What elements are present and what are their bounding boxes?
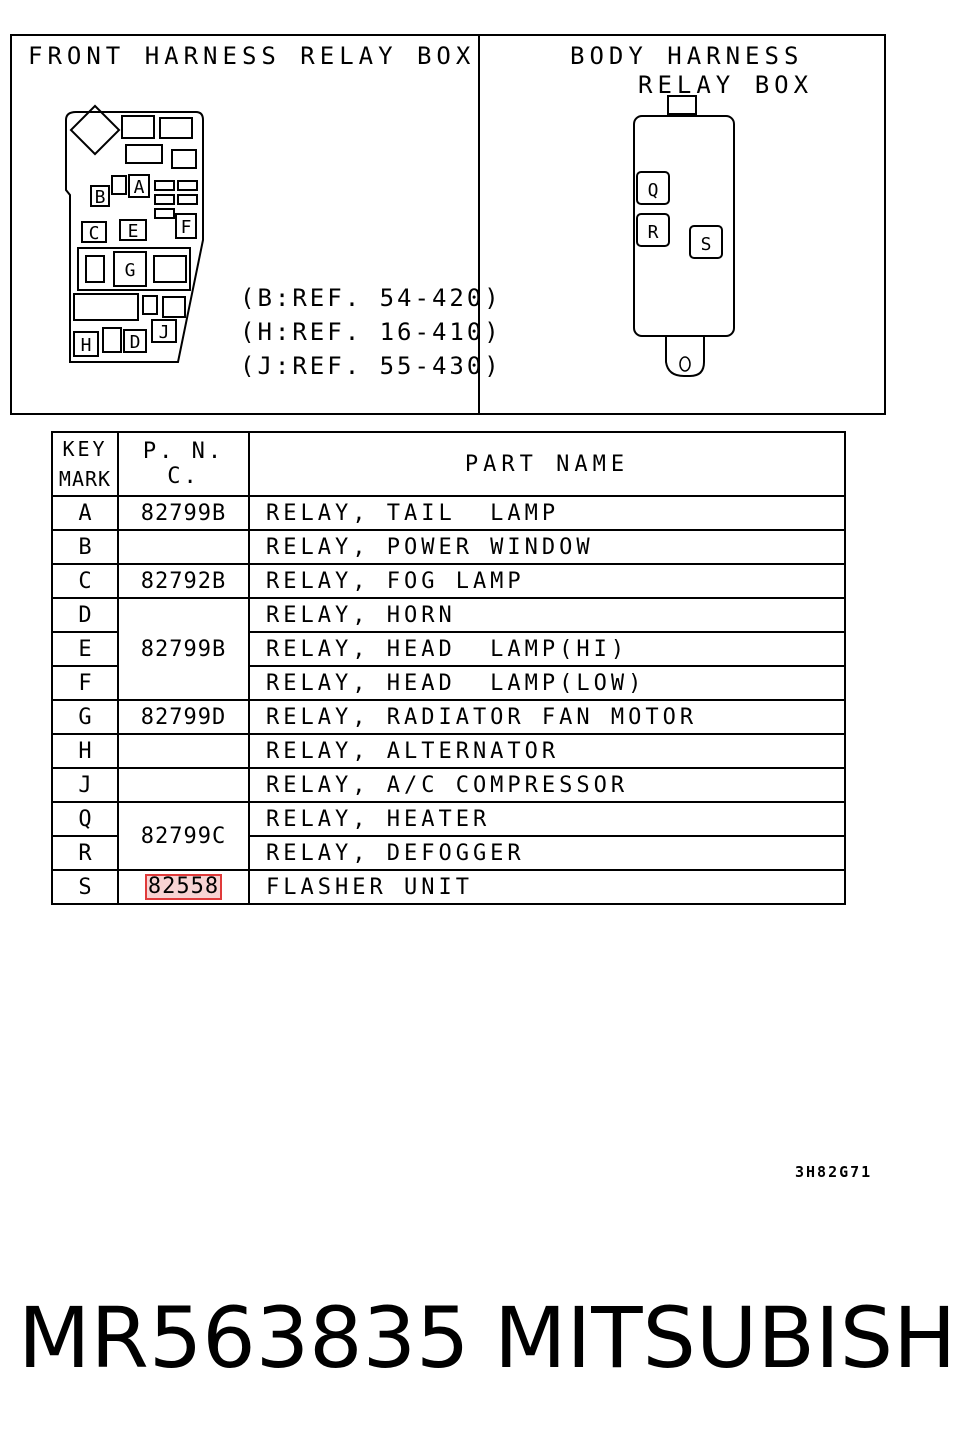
front-label-j: J [159,322,170,343]
row-pnc [117,733,250,769]
table-row: B RELAY, POWER WINDOW [51,529,846,565]
ref-b: (B:REF. 54-420) [240,284,502,312]
body-box-title-2: RELAY BOX [638,71,814,99]
footer-brand: MITSUBISHI [494,1289,960,1387]
row-key: A [51,495,119,531]
row-key: B [51,529,119,565]
row-pnc: 82799B [117,597,250,701]
row-key: R [51,835,119,871]
row-pnc: 82792B [117,563,250,599]
table-row: S 82558 FLASHER UNIT [51,869,846,905]
front-cell-f [175,213,197,239]
front-label-c: C [89,223,100,244]
footer-part-number: MR563835 [18,1289,470,1387]
front-cell-d [123,329,147,353]
front-label-d: D [130,332,141,353]
front-cell-j [151,319,177,343]
drawing-code: 3H82G71 [795,1163,873,1181]
table-row: C 82792B RELAY, FOG LAMP [51,563,846,599]
front-cell-g [113,251,147,287]
row-part-name: RELAY, HEAD LAMP(HI) [248,631,846,667]
row-part-name: FLASHER UNIT [248,869,846,905]
front-label-g: G [125,260,136,281]
body-cell-q [636,171,670,205]
ref-j: (J:REF. 55-430) [240,352,502,380]
row-key: F [51,665,119,701]
row-pnc: 82799D [117,699,250,735]
header-part-name: PART NAME [248,431,846,497]
body-box-title-1: BODY HARNESS [570,42,804,70]
table-header-row: KEY MARK P. N. C. PART NAME [51,431,846,497]
row-key: H [51,733,119,769]
front-label-b: B [95,187,106,208]
table-row: A 82799B RELAY, TAIL LAMP [51,495,846,531]
front-label-e: E [128,221,139,242]
ref-h: (H:REF. 16-410) [240,318,502,346]
front-cell-a [128,174,150,198]
header-pnc: P. N. C. [117,431,250,497]
table-row: F RELAY, HEAD LAMP(LOW) [51,665,846,701]
front-label-f: F [181,217,192,238]
row-part-name: RELAY, RADIATOR FAN MOTOR [248,699,846,735]
table-row: Q 82799C RELAY, HEATER [51,801,846,871]
table-row: E RELAY, HEAD LAMP(HI) [51,631,846,667]
diagram-divider [478,34,480,415]
row-key: S [51,869,119,905]
row-pnc: 82799C [117,801,250,871]
body-label-q: Q [648,180,659,201]
row-key: D [51,597,119,633]
row-pnc [117,767,250,803]
body-cell-r [636,213,670,247]
front-cell-c [81,221,107,243]
table-row: D 82799B RELAY, HORN [51,597,846,701]
row-pnc [117,529,250,565]
row-part-name: RELAY, FOG LAMP [248,563,846,599]
row-pnc: 82799B [117,495,250,531]
highlighted-part-number-link[interactable]: 82558 [144,874,223,900]
row-part-name: RELAY, TAIL LAMP [248,495,846,531]
row-key: G [51,699,119,735]
body-label-r: R [648,222,659,243]
row-part-name: RELAY, HEAD LAMP(LOW) [248,665,846,701]
body-label-s: S [701,234,712,255]
front-cell-h [73,331,99,357]
front-box-outline [65,111,204,363]
front-cell-b [90,185,110,207]
row-part-name: RELAY, A/C COMPRESSOR [248,767,846,803]
row-part-name: RELAY, POWER WINDOW [248,529,846,565]
front-cell-e [119,219,147,241]
table-row: J RELAY, A/C COMPRESSOR [51,767,846,803]
row-key: Q [51,801,119,837]
table-row: G 82799D RELAY, RADIATOR FAN MOTOR [51,699,846,735]
body-box-top-tab [667,95,697,115]
table-row: H RELAY, ALTERNATOR [51,733,846,769]
row-key: J [51,767,119,803]
row-part-name: RELAY, HEATER [248,801,846,837]
row-key: C [51,563,119,599]
body-box-bottom-tab [665,336,705,377]
row-key: E [51,631,119,667]
header-key-line2: MARK [58,467,112,491]
front-label-h: H [81,335,92,356]
front-label-a: A [134,177,145,198]
table-row: R RELAY, DEFOGGER [51,835,846,871]
row-pnc-cell: 82558 [117,869,250,905]
diagram-frame [10,34,886,415]
row-part-name: RELAY, ALTERNATOR [248,733,846,769]
header-key-mark: KEY MARK [51,431,119,497]
header-key-line1: KEY [62,437,108,461]
row-part-name: RELAY, DEFOGGER [248,835,846,871]
parts-table: KEY MARK P. N. C. PART NAME A 82799B REL… [51,431,846,905]
front-box-title: FRONT HARNESS RELAY BOX [28,42,476,70]
body-cell-s [689,225,723,259]
body-box-outline [633,115,735,337]
row-part-name: RELAY, HORN [248,597,846,633]
relay-box-diagram: B A C E F G D H J Q R S [65,95,735,377]
